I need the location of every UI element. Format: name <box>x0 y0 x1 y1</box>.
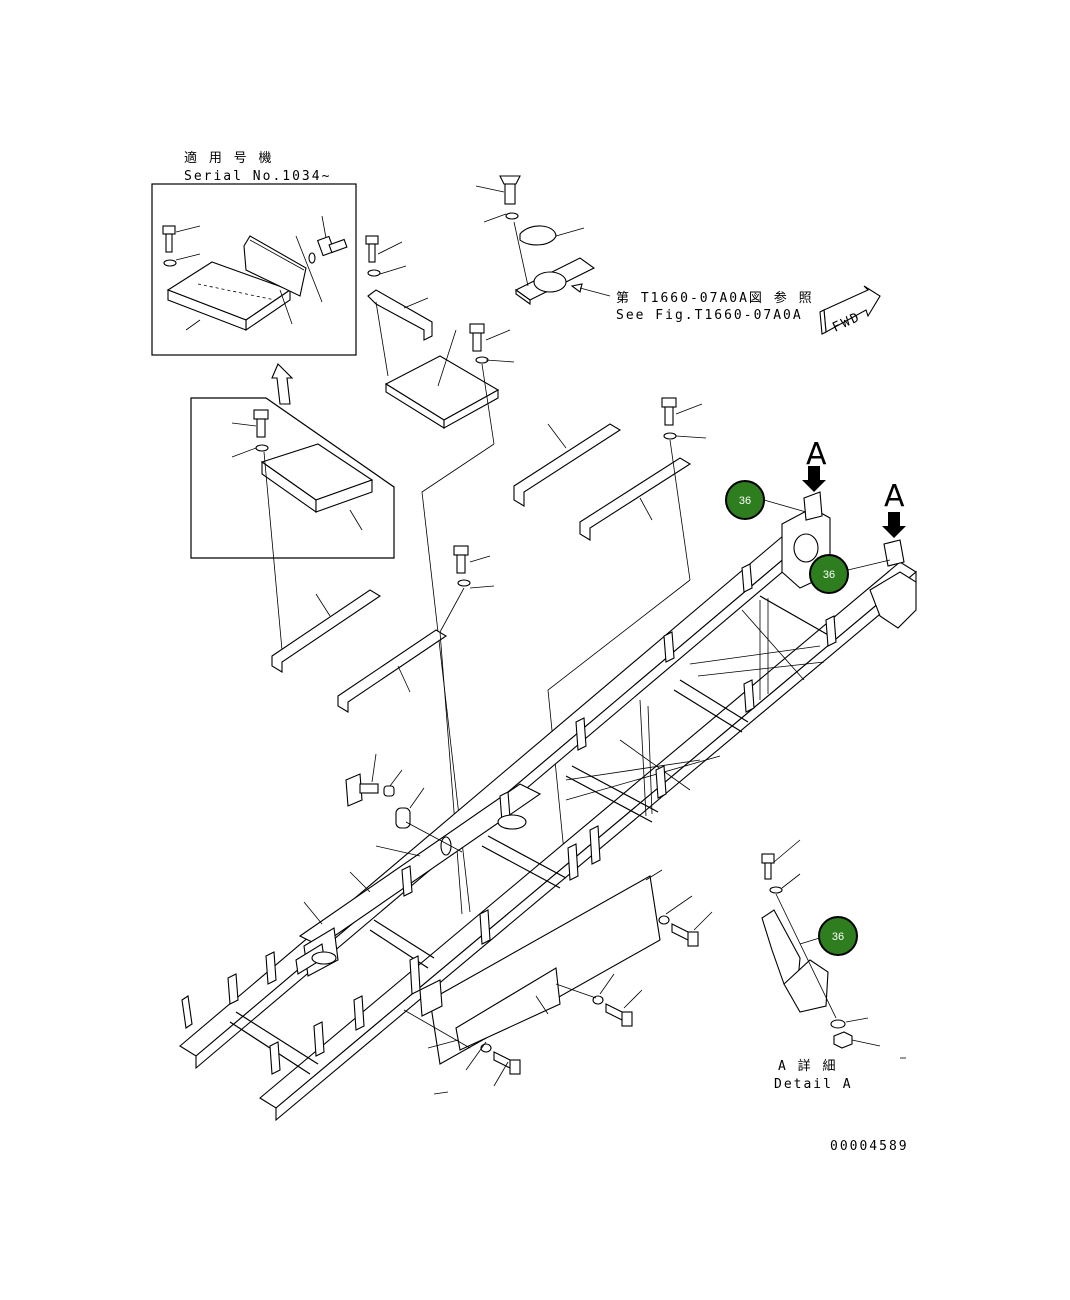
bushing-icon <box>383 769 425 829</box>
reference-jp: 第 T1660-07A0A図 参 照 <box>616 290 814 306</box>
angle-bracket-1 <box>513 423 622 507</box>
detail-label-en: Detail A <box>774 1077 853 1092</box>
callout-36-a[interactable]: 36 <box>725 480 807 520</box>
wing-bolt-icon <box>475 175 521 223</box>
callout-label: 36 <box>823 569 835 581</box>
lower-inset <box>190 397 395 651</box>
plate-icon <box>243 235 307 297</box>
frame-posts <box>181 563 837 1075</box>
plate-with-hole-icon <box>513 221 596 306</box>
bolt-icon <box>661 397 707 440</box>
serial-inset-frame <box>151 183 357 356</box>
callout-36-c[interactable]: 36 <box>818 916 858 956</box>
bolt-icon <box>761 839 801 894</box>
angle-bracket-2 <box>547 397 707 873</box>
bolt-icon <box>592 973 643 1027</box>
view-marker-a-2: A <box>882 479 906 538</box>
box-icon <box>384 329 500 429</box>
bolt-icon <box>231 409 269 458</box>
top-center-parts: 第 T1660-07A0A図 参 照 See Fig.T1660-07A0A <box>475 175 814 323</box>
fwd-arrow-icon: FWD <box>819 285 881 336</box>
view-marker-label: A <box>884 479 905 514</box>
reference-en: See Fig.T1660-07A0A <box>616 308 803 323</box>
figure-number: 00004589 <box>830 1139 909 1154</box>
bolt-icon <box>658 895 713 947</box>
bolt-icon <box>162 225 201 267</box>
callout-circle <box>725 480 765 520</box>
callout-circle <box>818 916 858 956</box>
view-marker-label: A <box>806 437 827 472</box>
serial-label-jp: 適 用 号 機 <box>184 150 273 166</box>
main-frame <box>179 491 917 1122</box>
callout-36-b[interactable]: 36 <box>809 554 891 594</box>
center-left-bracket <box>365 235 515 913</box>
small-bolt-icon <box>279 215 348 325</box>
wing-bolt-icon <box>345 753 379 807</box>
detail-a: A 詳 細 Detail A <box>761 839 906 1092</box>
box-icon <box>260 443 374 531</box>
bolt-icon <box>469 323 515 364</box>
bolt-icon <box>465 1041 521 1087</box>
cap-icon <box>519 225 585 246</box>
angle-bracket-3 <box>271 589 382 673</box>
callout-circle <box>809 554 849 594</box>
inset-transition-arrow <box>271 363 294 405</box>
callout-label: 36 <box>832 931 844 943</box>
callout-label: 36 <box>739 495 751 507</box>
bolt-icon <box>453 545 495 589</box>
serial-inset: 適 用 号 機 Serial No.1034~ <box>151 150 357 356</box>
frame-hardware <box>303 753 713 1095</box>
bolt-icon <box>365 235 407 277</box>
view-marker-a-1: A <box>802 437 827 492</box>
detail-label-jp: A 詳 細 <box>778 1058 837 1074</box>
angle-bracket-4 <box>337 545 495 915</box>
serial-label-en: Serial No.1034~ <box>184 169 331 184</box>
cover-box-icon <box>166 261 292 332</box>
